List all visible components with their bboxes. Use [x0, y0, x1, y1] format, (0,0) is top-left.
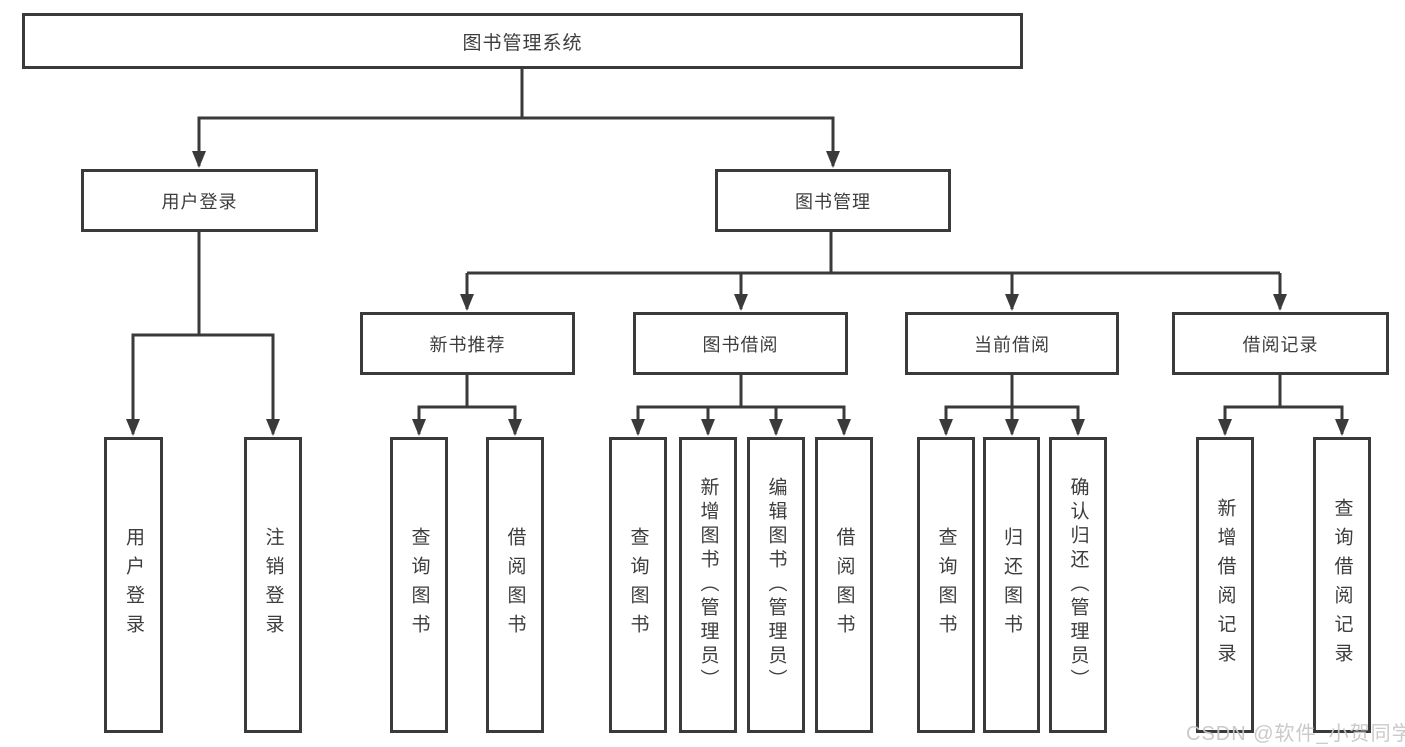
leaf-edit-books-admin-label: 编辑图书（管理员） [765, 477, 787, 693]
node-library-system: 图书管理系统 [22, 13, 1023, 69]
leaf-borrow-books-1-label: 借阅图书 [504, 527, 526, 643]
node-new-book-recommend: 新书推荐 [360, 312, 575, 375]
leaf-add-books-admin-label: 新增图书（管理员） [697, 477, 719, 693]
leaf-query-books-2-label: 查询图书 [627, 527, 649, 643]
leaf-logout: 注销登录 [244, 437, 302, 733]
leaf-query-books-3-label: 查询图书 [935, 527, 957, 643]
node-borrowing-records: 借阅记录 [1172, 312, 1389, 375]
leaf-return-books: 归还图书 [983, 437, 1040, 733]
leaf-add-borrow-record: 新增借阅记录 [1196, 437, 1254, 733]
leaf-query-books-3: 查询图书 [917, 437, 975, 733]
node-user-login: 用户登录 [81, 169, 318, 232]
node-book-management: 图书管理 [715, 169, 951, 232]
node-current-borrowing: 当前借阅 [905, 312, 1119, 375]
leaf-borrow-books-2: 借阅图书 [815, 437, 873, 733]
leaf-borrow-books-2-label: 借阅图书 [833, 527, 855, 643]
leaf-add-borrow-record-label: 新增借阅记录 [1214, 498, 1236, 672]
watermark: CSDN @软件_小贺同学 [1186, 723, 1405, 745]
node-book-borrowing: 图书借阅 [633, 312, 848, 375]
leaf-query-books-1-label: 查询图书 [408, 527, 430, 643]
leaf-borrow-books-1: 借阅图书 [486, 437, 544, 733]
node-library-system-label: 图书管理系统 [462, 32, 583, 54]
leaf-confirm-return-admin-label: 确认归还（管理员） [1067, 477, 1089, 693]
leaf-return-books-label: 归还图书 [1001, 527, 1022, 643]
leaf-edit-books-admin: 编辑图书（管理员） [747, 437, 805, 733]
node-new-book-recommend-label: 新书推荐 [429, 334, 506, 355]
node-book-borrowing-label: 图书借阅 [702, 334, 779, 355]
node-current-borrowing-label: 当前借阅 [974, 334, 1050, 355]
leaf-user-login-label: 用户登录 [123, 527, 144, 643]
node-borrowing-records-label: 借阅记录 [1242, 334, 1319, 355]
node-book-management-label: 图书管理 [795, 191, 871, 212]
leaf-confirm-return-admin: 确认归还（管理员） [1049, 437, 1107, 733]
leaf-query-borrow-record-label: 查询借阅记录 [1331, 498, 1353, 672]
leaf-query-books-1: 查询图书 [390, 437, 448, 733]
leaf-logout-label: 注销登录 [262, 527, 284, 643]
leaf-query-books-2: 查询图书 [609, 437, 667, 733]
leaf-add-books-admin: 新增图书（管理员） [679, 437, 737, 733]
leaf-query-borrow-record: 查询借阅记录 [1313, 437, 1371, 733]
node-user-login-label: 用户登录 [161, 191, 238, 212]
leaf-user-login: 用户登录 [104, 437, 163, 733]
